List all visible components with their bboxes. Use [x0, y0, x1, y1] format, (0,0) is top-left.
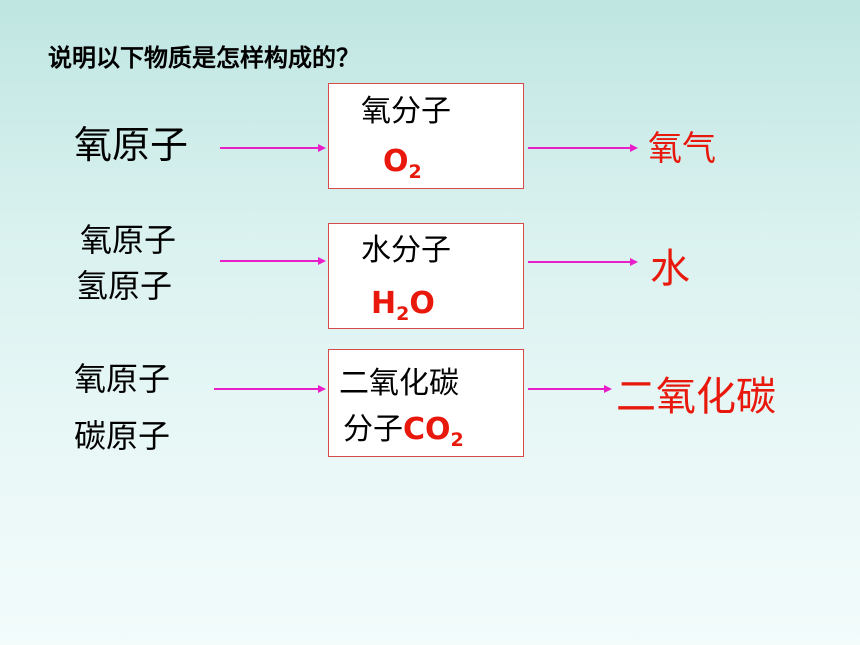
question-title: 说明以下物质是怎样构成的？	[48, 44, 360, 72]
arrowhead-row1-a	[318, 144, 326, 152]
arrowhead-row2-b	[630, 258, 638, 266]
atom-oxygen-row3: 氧原子	[74, 360, 171, 398]
arrowhead-row2-a	[318, 257, 326, 265]
molecule-box-carbon-dioxide: 二氧化碳 分子CO2	[328, 349, 524, 457]
atom-hydrogen-row2: 氢原子	[76, 267, 173, 305]
product-water: 水	[650, 246, 690, 292]
molecule-name-line2: 分子CO2	[343, 412, 464, 451]
atom-carbon-row3: 碳原子	[74, 417, 171, 455]
molecule-formula: H2O	[371, 286, 435, 325]
product-carbon-dioxide: 二氧化碳	[616, 374, 776, 420]
molecule-name-line1: 二氧化碳	[339, 366, 459, 401]
atom-oxygen-row2: 氧原子	[80, 221, 177, 259]
molecule-name: 水分子	[361, 233, 451, 268]
molecule-box-water: 水分子 H2O	[328, 223, 524, 329]
arrowhead-row3-a	[318, 385, 326, 393]
arrowhead-row1-b	[630, 144, 638, 152]
molecule-box-oxygen: 氧分子 O2	[328, 83, 524, 189]
molecule-formula: O2	[383, 144, 422, 183]
molecule-name: 氧分子	[361, 94, 451, 129]
atom-oxygen-row1: 氧原子	[74, 123, 189, 167]
product-oxygen: 氧气	[648, 129, 716, 169]
arrowhead-row3-b	[604, 385, 612, 393]
